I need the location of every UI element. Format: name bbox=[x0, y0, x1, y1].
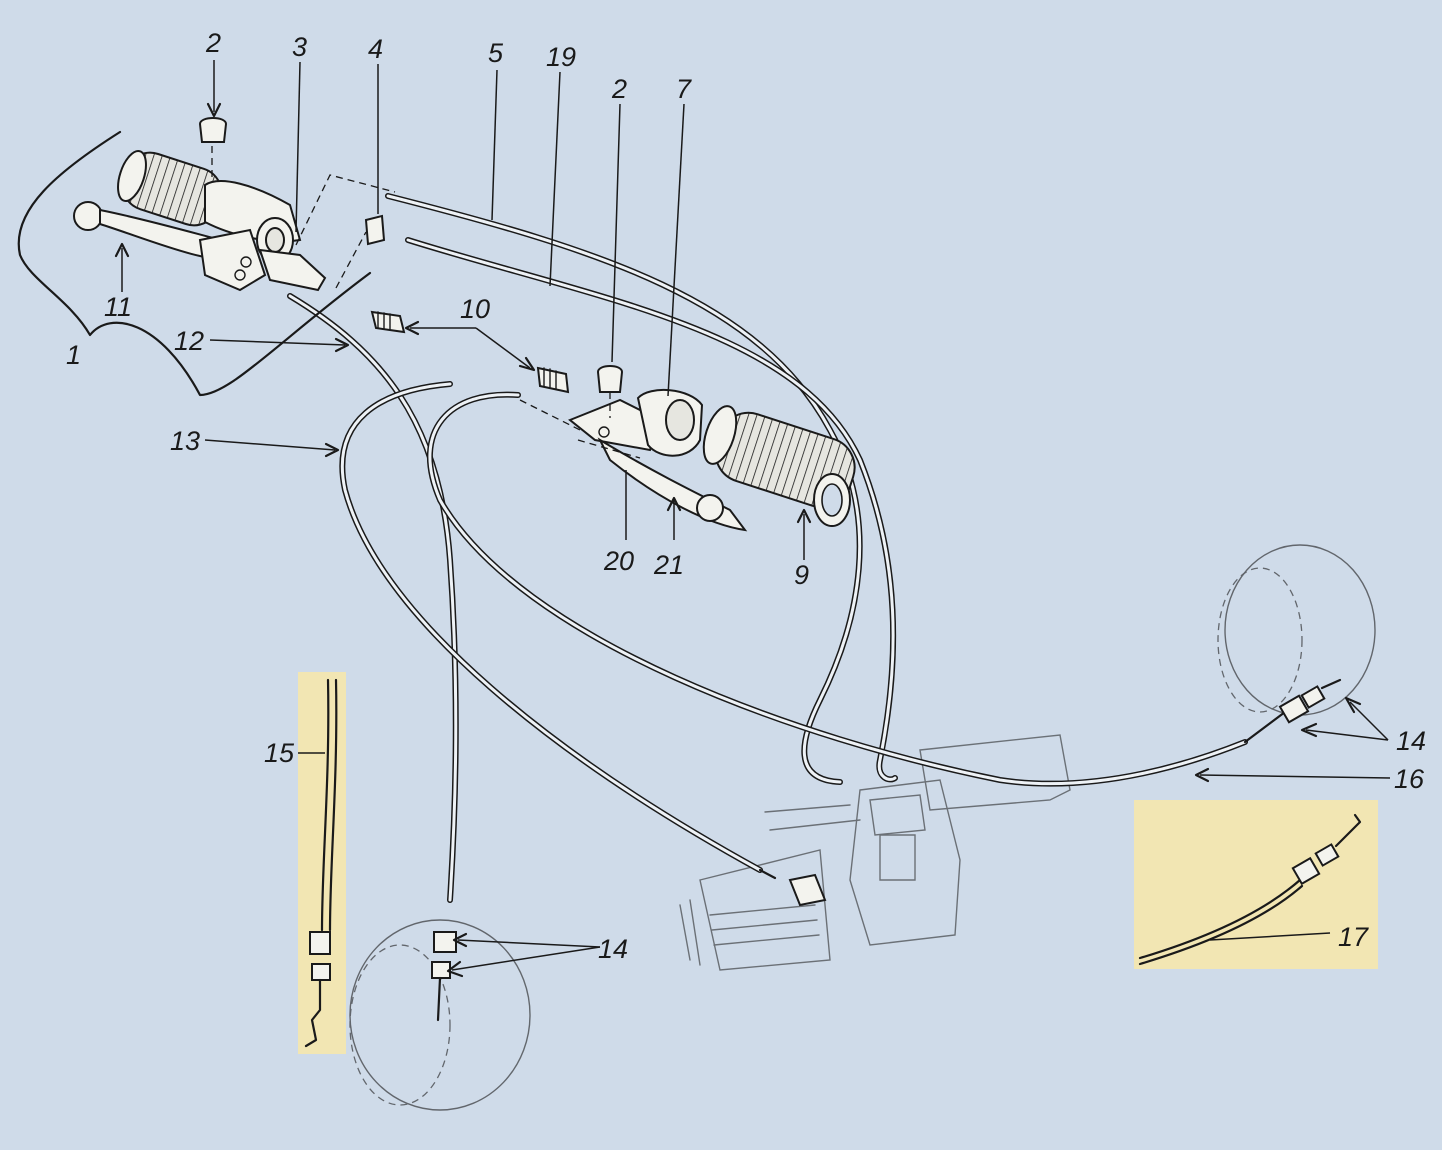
cap-2-right bbox=[596, 365, 624, 393]
label-20: 20 bbox=[603, 546, 634, 576]
label-3: 3 bbox=[292, 32, 307, 62]
engine-block bbox=[679, 734, 1071, 971]
label-11: 11 bbox=[104, 292, 132, 322]
right-grip bbox=[702, 405, 856, 527]
cable-13 bbox=[339, 381, 763, 873]
label-21: 21 bbox=[653, 550, 684, 580]
label-4: 4 bbox=[368, 34, 383, 64]
right-lever bbox=[568, 388, 748, 532]
label-13: 13 bbox=[170, 426, 200, 456]
cap-2-left bbox=[198, 117, 228, 143]
switch-10 bbox=[370, 310, 570, 394]
label-17: 17 bbox=[1338, 922, 1369, 952]
bracket-1 bbox=[17, 130, 372, 397]
label-16: 16 bbox=[1394, 764, 1425, 794]
leader-lines bbox=[114, 60, 1391, 978]
label-2-right: 2 bbox=[611, 74, 627, 104]
label-9: 9 bbox=[794, 560, 809, 590]
label-14-rear: 14 bbox=[1396, 726, 1426, 756]
label-12: 12 bbox=[174, 326, 204, 356]
label-10: 10 bbox=[460, 294, 490, 324]
label-1: 1 bbox=[66, 340, 81, 370]
label-7: 7 bbox=[676, 74, 692, 104]
inset-cable-17 bbox=[1138, 813, 1362, 966]
inset-cable-15 bbox=[304, 678, 338, 1048]
left-grip bbox=[117, 149, 302, 263]
rear-wheel bbox=[1217, 544, 1376, 716]
inset-panel-15 bbox=[298, 672, 346, 1054]
front-wheel bbox=[349, 919, 531, 1111]
nipple-4 bbox=[364, 214, 386, 246]
label-14-front: 14 bbox=[598, 934, 628, 964]
inset-panel-17 bbox=[1134, 800, 1378, 969]
label-2-left: 2 bbox=[205, 28, 221, 58]
cable-19 bbox=[405, 237, 898, 783]
label-5: 5 bbox=[488, 38, 504, 68]
left-lever bbox=[73, 201, 327, 292]
label-19: 19 bbox=[546, 42, 576, 72]
cable-16 bbox=[427, 391, 1248, 787]
cable-12 bbox=[287, 293, 459, 903]
label-15: 15 bbox=[264, 738, 295, 768]
